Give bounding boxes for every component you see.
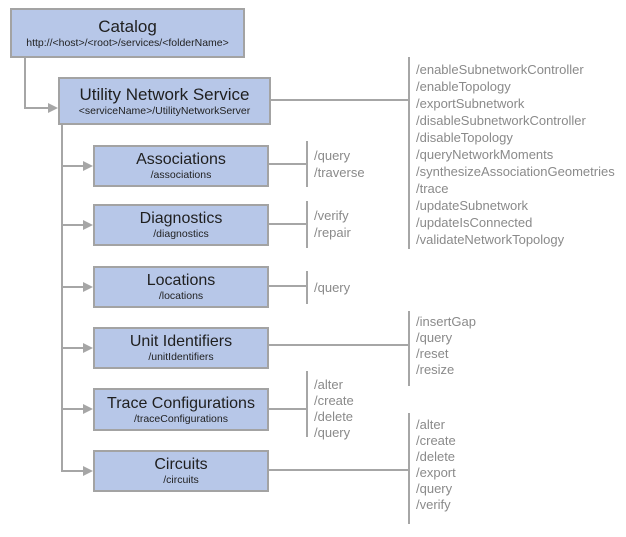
node-unit-identifiers-title: Unit Identifiers	[129, 333, 233, 350]
ops-uns-hline	[271, 99, 409, 101]
ops-list-unit-identifiers: /insertGap /query /reset /resize	[416, 314, 476, 378]
connector-diagnostics-hline	[61, 224, 83, 226]
op-item: /verify	[314, 208, 349, 223]
arrowhead-diagnostics	[83, 220, 93, 230]
op-item: /resize	[416, 362, 455, 377]
node-circuits: Circuits /circuits	[93, 450, 269, 492]
op-item: /delete	[416, 449, 456, 464]
op-item: /queryNetworkMoments	[416, 147, 554, 162]
op-item: /create	[416, 433, 456, 448]
ops-associations-hline	[269, 163, 307, 165]
connector-associations-hline	[61, 165, 83, 167]
node-diagnostics-title: Diagnostics	[139, 210, 223, 227]
op-item: /reset	[416, 346, 449, 361]
op-item: /exportSubnetwork	[416, 96, 525, 111]
ops-circuits-bracket	[408, 413, 410, 524]
op-item: /query	[416, 481, 453, 496]
op-item: /delete	[314, 409, 354, 424]
arrowhead-trace-configurations	[83, 404, 93, 414]
node-unit-identifiers: Unit Identifiers /unitIdentifiers	[93, 327, 269, 369]
op-item: /enableSubnetworkController	[416, 62, 584, 77]
arrowhead-unit-identifiers	[83, 343, 93, 353]
connector-locations-hline	[61, 286, 83, 288]
node-diagnostics: Diagnostics /diagnostics	[93, 204, 269, 246]
op-item: /query	[416, 330, 453, 345]
op-item: /updateIsConnected	[416, 215, 533, 230]
op-item: /create	[314, 393, 354, 408]
node-unit-identifiers-subtitle: /unitIdentifiers	[148, 351, 214, 363]
op-item: /alter	[416, 417, 445, 432]
node-catalog: Catalog http://<host>/<root>/services/<f…	[10, 8, 245, 58]
op-item: /query	[314, 425, 351, 440]
node-associations-subtitle: /associations	[150, 169, 212, 181]
op-item: /enableTopology	[416, 79, 511, 94]
node-diagnostics-subtitle: /diagnostics	[153, 228, 209, 240]
node-uns-subtitle: <serviceName>/UtilityNetworkServer	[78, 105, 251, 117]
node-catalog-title: Catalog	[98, 17, 157, 36]
connector-unit-identifiers-hline	[61, 347, 83, 349]
op-item: /traverse	[314, 165, 365, 180]
op-item: /query	[314, 148, 351, 163]
ops-associations-bracket	[306, 141, 308, 187]
node-associations-title: Associations	[136, 151, 226, 168]
node-circuits-subtitle: /circuits	[163, 474, 199, 486]
node-utility-network-service: Utility Network Service <serviceName>/Ut…	[58, 77, 271, 125]
connector-catalog-vline	[24, 58, 26, 109]
op-item: /query	[314, 280, 351, 295]
op-item: /disableSubnetworkController	[416, 113, 586, 128]
op-item: /export	[416, 465, 456, 480]
node-circuits-title: Circuits	[154, 456, 208, 473]
connector-trunk-vline	[61, 125, 63, 472]
connector-circuits-hline	[61, 470, 83, 472]
op-item: /alter	[314, 377, 343, 392]
node-trace-configurations: Trace Configurations /traceConfiguration…	[93, 388, 269, 431]
node-associations: Associations /associations	[93, 145, 269, 187]
node-uns-title: Utility Network Service	[79, 85, 250, 104]
ops-list-associations: /query /traverse	[314, 147, 365, 181]
arrowhead-uns	[48, 103, 58, 113]
node-trace-configurations-title: Trace Configurations	[107, 394, 255, 412]
ops-list-diagnostics: /verify /repair	[314, 207, 351, 241]
ops-unit-identifiers-bracket	[408, 311, 410, 386]
node-locations-title: Locations	[146, 272, 216, 289]
op-item: /repair	[314, 225, 351, 240]
ops-list-circuits: /alter /create /delete /export /query /v…	[416, 417, 456, 513]
node-trace-configurations-subtitle: /traceConfigurations	[134, 412, 228, 425]
ops-trace-configurations-hline	[269, 408, 307, 410]
connector-trace-configurations-hline	[61, 408, 83, 410]
op-item: /verify	[416, 497, 451, 512]
ops-diagnostics-hline	[269, 223, 307, 225]
ops-locations-hline	[269, 285, 307, 287]
op-item: /disableTopology	[416, 130, 513, 145]
op-item: /trace	[416, 181, 449, 196]
node-catalog-subtitle: http://<host>/<root>/services/<folderNam…	[26, 37, 229, 49]
ops-locations-bracket	[306, 271, 308, 304]
arrowhead-associations	[83, 161, 93, 171]
arrowhead-locations	[83, 282, 93, 292]
arrowhead-circuits	[83, 466, 93, 476]
ops-circuits-hline	[269, 469, 409, 471]
op-item: /insertGap	[416, 314, 476, 329]
ops-list-locations: /query	[314, 279, 350, 296]
op-item: /updateSubnetwork	[416, 198, 529, 213]
ops-list-trace-configurations: /alter /create /delete /query	[314, 377, 354, 441]
op-item: /validateNetworkTopology	[416, 232, 565, 247]
ops-diagnostics-bracket	[306, 201, 308, 248]
connector-catalog-hline	[24, 107, 48, 109]
ops-trace-configurations-bracket	[306, 371, 308, 437]
ops-uns-bracket	[408, 57, 410, 249]
op-item: /synthesizeAssociationGeometries	[416, 164, 615, 179]
ops-list-uns: /enableSubnetworkController /enableTopol…	[416, 61, 615, 248]
ops-unit-identifiers-hline	[269, 344, 409, 346]
node-locations-subtitle: /locations	[158, 290, 204, 302]
node-locations: Locations /locations	[93, 266, 269, 308]
